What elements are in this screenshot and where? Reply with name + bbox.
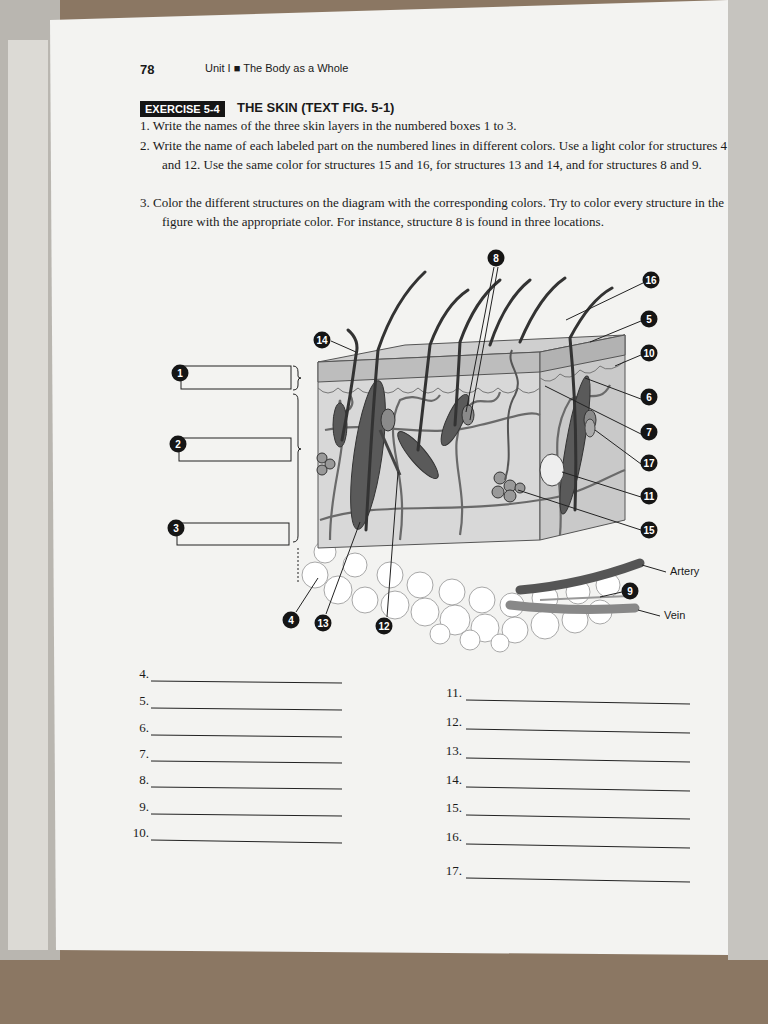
callout-number: 4 [283,612,300,629]
callout-number: 14 [314,332,331,349]
badge-text: EXERCISE 5-4 [145,103,220,115]
answer-number: 17. [446,863,462,879]
answer-number: 11. [446,685,462,701]
callout-number: 8 [488,250,505,267]
page-number: 78 [140,62,154,77]
callout-number: 5 [641,311,658,328]
answer-number: 13. [446,743,462,759]
callout-number: 17 [641,455,658,472]
answer-number: 12. [446,714,462,730]
callout-number: 11 [641,488,658,505]
callout-number: 13 [315,615,332,632]
callout-number: 6 [641,389,658,406]
instruction: 2. Write the name of each labeled part o… [140,136,730,174]
callout-number: 12 [376,618,393,635]
vessel-label: Vein [663,609,686,621]
callout-number: 3 [168,520,185,537]
instruction: 1. Write the names of the three skin lay… [140,116,730,135]
answer-number: 9. [139,799,149,815]
answer-number: 15. [446,800,462,816]
answer-number: 7. [139,746,149,762]
answer-number: 5. [139,693,149,709]
answer-number: 10. [133,825,149,841]
answer-number: 6. [139,720,149,736]
callout-number: 1 [172,365,189,382]
answer-number: 4. [139,666,149,682]
running-header: Unit I ■ The Body as a Whole [205,62,348,74]
answer-number: 8. [139,772,149,788]
answer-number: 14. [446,772,462,788]
callout-number: 2 [170,436,187,453]
callout-number: 10 [641,345,658,362]
exercise-title: THE SKIN (TEXT FIG. 5-1) [237,100,394,115]
instruction: 3. Color the different structures on the… [140,193,730,231]
callout-number: 7 [641,424,658,441]
callout-number: 16 [643,272,660,289]
callout-number: 9 [622,583,639,600]
vessel-label: Artery [669,565,700,577]
exercise-badge: EXERCISE 5-4 [140,101,225,117]
callout-number: 15 [641,522,658,539]
answer-number: 16. [446,829,462,845]
